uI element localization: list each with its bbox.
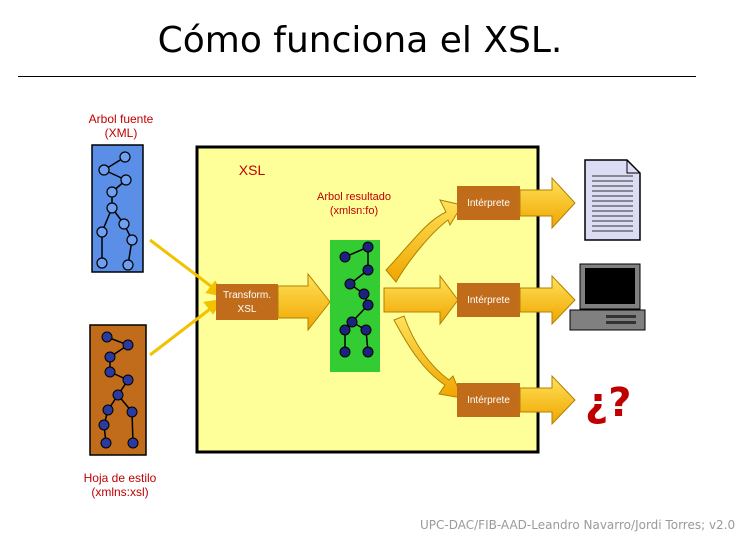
result-tree xyxy=(330,240,380,372)
document-icon xyxy=(584,159,641,241)
stylesheet-tree xyxy=(89,324,147,456)
interpreter-box-2 xyxy=(457,283,520,317)
output-arrow-3 xyxy=(519,374,576,426)
output-arrow-2 xyxy=(519,274,576,326)
slide-title: Cómo funciona el XSL. xyxy=(157,20,563,61)
stylesheet-label: Hoja de estilo (xmlns:xsl) xyxy=(83,471,157,499)
result-tree-label: Arbol resultado (xmlsn:fo) xyxy=(317,191,391,217)
arrow-to-interpreter-2 xyxy=(383,274,459,326)
transform-label: Transform. XSL xyxy=(223,290,271,315)
source-tree xyxy=(91,144,144,273)
footer-credit: UPC-DAC/FIB-AAD-Leandro Navarro/Jordi To… xyxy=(420,518,735,532)
xsl-diagram xyxy=(89,144,646,456)
transform-block xyxy=(216,284,278,320)
interpreter-box-1 xyxy=(457,186,520,220)
output-arrow-1 xyxy=(519,176,576,230)
computer-icon xyxy=(569,263,646,331)
arrow-to-interpreter-1 xyxy=(385,199,463,283)
transform-arrow xyxy=(277,272,331,332)
unknown-output-label: ¿? xyxy=(585,380,632,426)
source-tree-label: Arbol fuente (XML) xyxy=(88,112,154,140)
interpreter-label-3: Intérprete xyxy=(467,395,510,406)
interpreter-label-1: Intérprete xyxy=(467,198,510,209)
interpreter-box-3 xyxy=(457,383,520,417)
xsl-box-label: XSL xyxy=(238,162,266,178)
title-rule xyxy=(18,76,696,77)
interpreter-label-2: Intérprete xyxy=(467,295,510,306)
